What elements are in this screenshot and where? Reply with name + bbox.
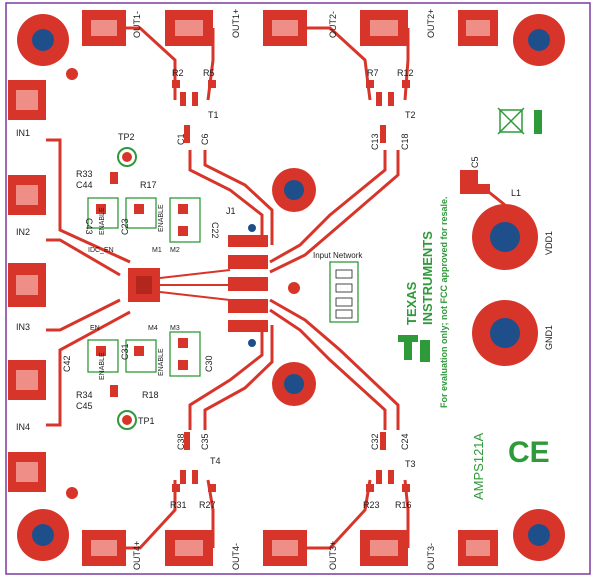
label-c23: C23 <box>120 218 130 235</box>
label-c42: C42 <box>62 355 72 372</box>
test-points <box>117 147 137 430</box>
input-network <box>329 261 359 323</box>
label-in4: IN4 <box>16 422 30 432</box>
ti-logo-icon <box>398 335 430 362</box>
label-m4: M4 <box>148 325 158 332</box>
label-in2: IN2 <box>16 227 30 237</box>
passive-pads <box>110 80 490 492</box>
weee-bar <box>534 110 542 134</box>
enable-jumpers <box>87 197 201 377</box>
label-c35: C35 <box>200 433 210 450</box>
label-l1: L1 <box>511 188 521 198</box>
logo-line1: TEXAS <box>404 281 419 325</box>
label-enable-c: ENABLE <box>99 352 106 380</box>
label-r7: R7 <box>367 68 379 78</box>
label-out1-plus: OUT1+ <box>231 9 241 38</box>
label-t4: T4 <box>210 456 221 466</box>
label-c24: C24 <box>400 433 410 450</box>
mounting-holes <box>17 14 565 561</box>
label-c45: C45 <box>76 401 93 411</box>
tp1-pad <box>117 410 137 430</box>
label-r33: R33 <box>76 169 93 179</box>
j1-connector <box>228 224 268 347</box>
label-vdd1: VDD1 <box>544 231 554 255</box>
label-out2-plus: OUT2+ <box>426 9 436 38</box>
label-r18: R18 <box>142 390 159 400</box>
amplifier-ic <box>128 268 160 302</box>
label-r5: R5 <box>203 68 215 78</box>
label-enable-d: ENABLE <box>158 348 165 376</box>
label-in1: IN1 <box>16 128 30 138</box>
label-c5: C5 <box>470 156 480 168</box>
label-c44: C44 <box>76 180 93 190</box>
board-name: AMPS121A <box>471 432 486 500</box>
label-enable-a: ENABLE <box>99 207 106 235</box>
tp2-pad <box>117 147 137 167</box>
label-in3: IN3 <box>16 322 30 332</box>
label-m2: M2 <box>170 247 180 254</box>
bottom-connectors <box>82 530 498 566</box>
label-c30: C30 <box>204 355 214 372</box>
left-connectors <box>8 80 46 492</box>
label-c32: C32 <box>370 433 380 450</box>
label-r23: R23 <box>363 500 380 510</box>
label-c18: C18 <box>400 133 410 150</box>
label-j1: J1 <box>226 206 236 216</box>
label-c13: C13 <box>370 133 380 150</box>
label-r16: R16 <box>395 500 412 510</box>
designators: R2 R5 R7 R12 T1 T2 T3 T4 C1 C6 C13 C18 T… <box>62 68 521 510</box>
label-c31: C31 <box>120 343 130 360</box>
label-r17: R17 <box>140 180 157 190</box>
label-t3: T3 <box>405 459 416 469</box>
label-c43: C43 <box>84 218 94 235</box>
label-r34: R34 <box>76 390 93 400</box>
label-out4-minus: OUT4- <box>231 543 241 570</box>
label-m3: M3 <box>170 325 180 332</box>
weee-bin-icon <box>497 107 525 135</box>
label-c22: C22 <box>210 222 220 239</box>
label-out1-minus: OUT1- <box>132 11 142 38</box>
label-en: EN <box>90 325 100 332</box>
label-r2: R2 <box>172 68 184 78</box>
input-network-label: Input Network <box>313 251 363 260</box>
label-tp2: TP2 <box>118 132 135 142</box>
label-c6: C6 <box>200 133 210 145</box>
evaluation-notice: For evaluation only; not FCC approved fo… <box>439 196 449 408</box>
label-r12: R12 <box>397 68 414 78</box>
label-t2: T2 <box>405 110 416 120</box>
label-r31: R31 <box>170 500 187 510</box>
label-idc-en: IDC_EN <box>88 247 114 254</box>
label-gnd1: GND1 <box>544 325 554 350</box>
top-connectors <box>82 10 498 46</box>
label-m1: M1 <box>152 247 162 254</box>
label-out4-plus: OUT4+ <box>132 541 142 570</box>
label-out2-minus: OUT2- <box>328 11 338 38</box>
ce-mark: CE <box>508 436 550 469</box>
label-out3-minus: OUT3- <box>426 543 436 570</box>
logo-line2: INSTRUMENTS <box>420 231 435 325</box>
label-c38: C38 <box>176 433 186 450</box>
label-t1: T1 <box>208 110 219 120</box>
label-c1: C1 <box>176 133 186 145</box>
label-tp1: TP1 <box>138 416 155 426</box>
label-enable-b: ENABLE <box>158 204 165 232</box>
label-out3-plus: OUT3+ <box>328 541 338 570</box>
label-r27: R27 <box>199 500 216 510</box>
